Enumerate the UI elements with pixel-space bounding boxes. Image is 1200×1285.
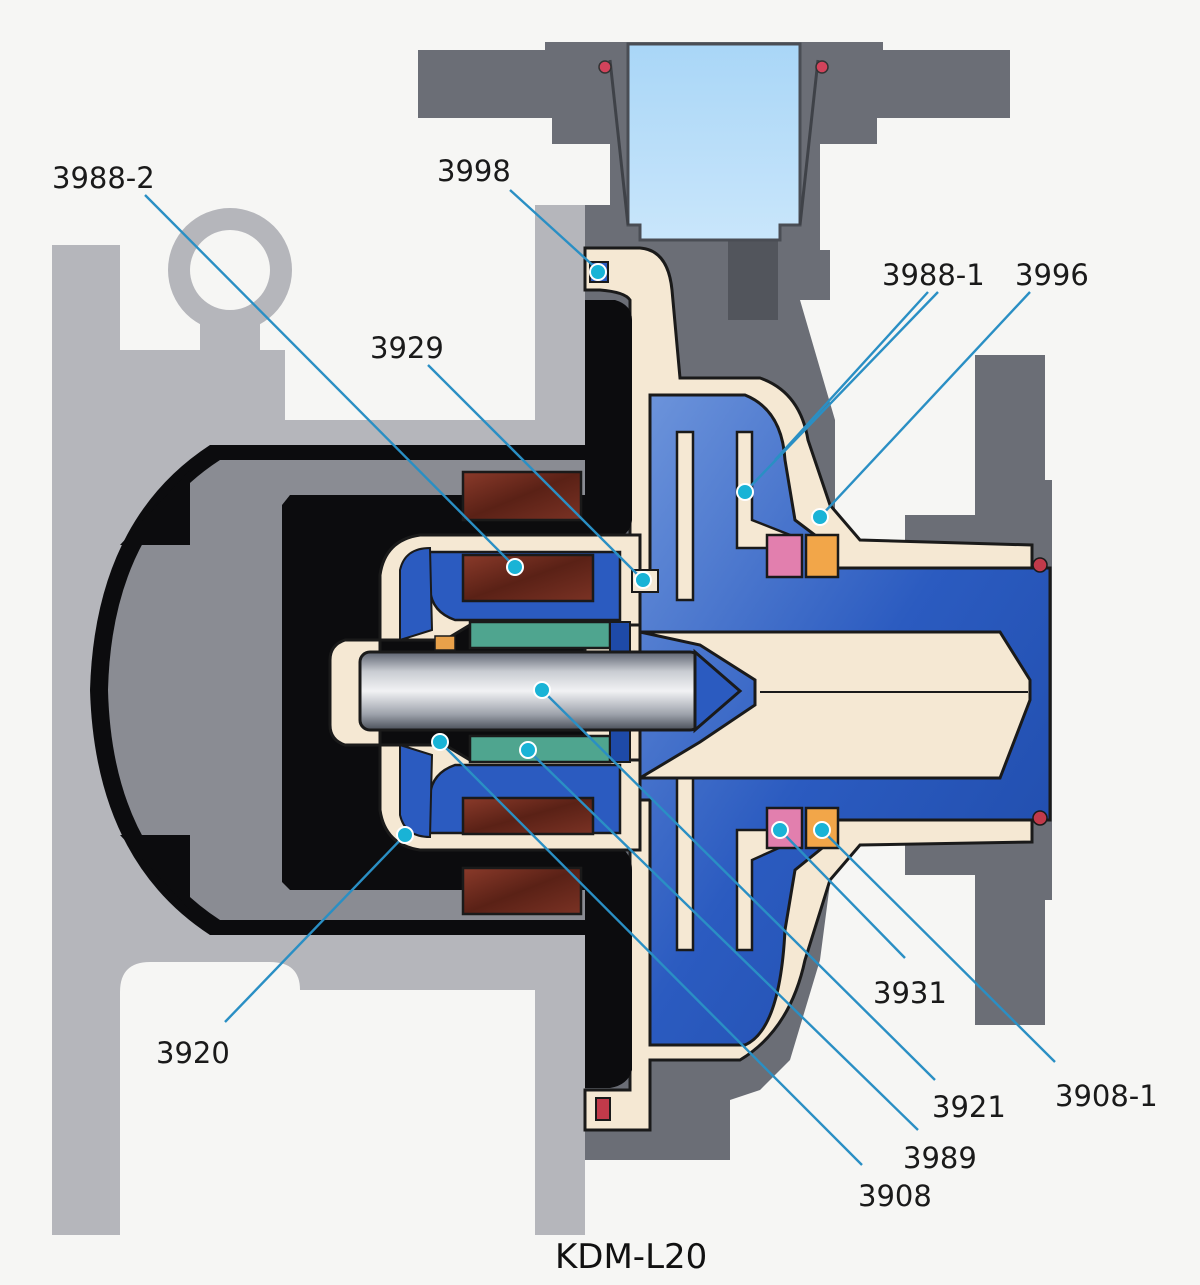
callout-dot — [634, 571, 652, 589]
o-ring-icon — [815, 60, 829, 74]
label-3920: 3920 — [156, 1036, 230, 1070]
leader-lines — [144, 189, 1056, 1166]
callout-dot — [396, 826, 414, 844]
callout-dot — [771, 821, 789, 839]
shaft — [358, 648, 743, 734]
callout-dot — [811, 508, 829, 526]
bearing-bushing — [468, 734, 612, 764]
label-3998: 3998 — [437, 154, 511, 188]
callout-dot — [519, 741, 537, 759]
callout-dot — [533, 681, 551, 699]
label-3929: 3929 — [370, 331, 444, 365]
label-3996: 3996 — [1015, 258, 1089, 292]
model-title: KDM-L20 — [555, 1237, 707, 1277]
o-ring-icon — [598, 60, 612, 74]
label-3988-1: 3988-1 — [882, 258, 985, 292]
suction-inlet — [626, 42, 802, 242]
label-3989: 3989 — [903, 1141, 977, 1175]
magnet-blocks — [461, 470, 595, 916]
bearing-bushing — [468, 620, 612, 650]
label-3921: 3921 — [932, 1090, 1006, 1124]
callout-dot — [506, 558, 524, 576]
callout-dot — [431, 733, 449, 751]
label-3908-1: 3908-1 — [1055, 1079, 1158, 1113]
label-3908: 3908 — [858, 1179, 932, 1213]
callout-labels: 3988-2 3998 3929 3988-1 3996 3920 3931 3… — [52, 154, 1158, 1213]
callout-dot — [736, 483, 754, 501]
callout-dot — [589, 263, 607, 281]
label-3988-2: 3988-2 — [52, 161, 155, 195]
callout-dot — [813, 821, 831, 839]
label-3931: 3931 — [873, 976, 947, 1010]
callout-points — [396, 263, 831, 844]
